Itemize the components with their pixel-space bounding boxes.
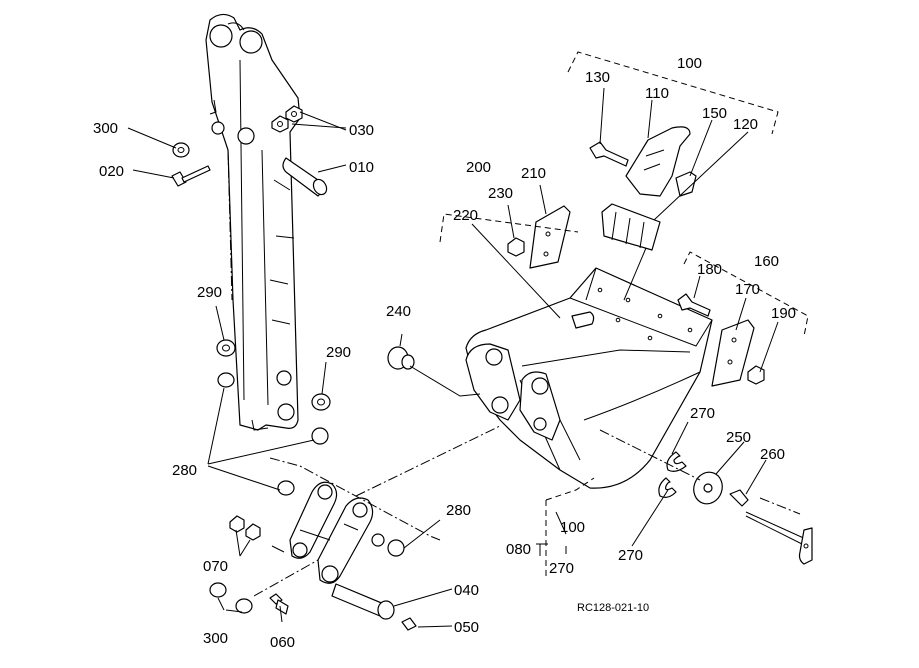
callout-290-left: 290 — [197, 284, 222, 301]
callout-130: 130 — [585, 69, 610, 86]
callout-290-right: 290 — [326, 344, 351, 361]
callout-070: 070 — [203, 558, 228, 575]
callout-230: 230 — [488, 185, 513, 202]
pin-010 — [282, 157, 328, 197]
nuts-070 — [229, 515, 261, 541]
construction-lines — [253, 51, 809, 597]
callout-270-mid: 270 — [618, 547, 643, 564]
callout-170: 170 — [735, 281, 760, 298]
callout-280-right: 280 — [446, 502, 471, 519]
nut-230 — [507, 237, 525, 257]
washer-300-bottom-a — [209, 582, 227, 598]
bolt-180 — [677, 293, 711, 317]
bracket — [745, 511, 813, 565]
callout-270-bottom: 270 — [549, 560, 574, 577]
oring-280-a — [217, 372, 235, 388]
washer-290-left — [216, 339, 236, 357]
tooth-110 — [625, 126, 691, 197]
pin-040 — [331, 583, 395, 620]
callout-labels: 300 020 030 010 290 290 280 280 070 300 … — [93, 55, 796, 651]
callout-180: 180 — [697, 261, 722, 278]
callout-200: 200 — [466, 159, 491, 176]
bolt-020 — [171, 165, 211, 187]
callout-210: 210 — [521, 165, 546, 182]
oring-280-b — [311, 427, 329, 445]
link-assembly — [271, 481, 385, 584]
callout-040: 040 — [454, 582, 479, 599]
callout-100-bottom: 100 — [560, 519, 585, 536]
arm-assembly — [205, 13, 301, 431]
callout-240: 240 — [386, 303, 411, 320]
callout-160: 160 — [754, 253, 779, 270]
bolt-130 — [589, 141, 629, 167]
callout-280-left: 280 — [172, 462, 197, 479]
adapter-120 — [601, 203, 661, 251]
callout-020: 020 — [99, 163, 124, 180]
arm-body — [205, 13, 301, 431]
callout-190: 190 — [771, 305, 796, 322]
snap-ring-270-b — [658, 477, 677, 498]
bushing-240 — [387, 346, 415, 370]
washer-250 — [693, 471, 723, 505]
nuts-030 — [271, 105, 303, 133]
callout-220: 220 — [453, 207, 478, 224]
callout-050: 050 — [454, 619, 479, 636]
pin-220 — [571, 311, 595, 329]
callout-110: 110 — [645, 85, 669, 102]
callout-030: 030 — [349, 122, 374, 139]
side-cutter-210 — [529, 205, 571, 269]
callout-060: 060 — [270, 634, 295, 651]
bolt-060 — [269, 593, 289, 615]
callout-300-bottom: 300 — [203, 630, 228, 647]
callout-150: 150 — [702, 105, 727, 122]
bolt-050 — [401, 617, 417, 631]
oring-280-c — [277, 480, 295, 496]
callout-010: 010 — [349, 159, 374, 176]
callout-260: 260 — [760, 446, 785, 463]
washer-300-top — [172, 142, 190, 158]
washer-300-bottom-b — [235, 598, 253, 614]
callout-300-top: 300 — [93, 120, 118, 137]
bolt-260 — [729, 489, 749, 507]
callout-270-top: 270 — [690, 405, 715, 422]
callout-120: 120 — [733, 116, 758, 133]
drawing-code: RC128-021-10 — [577, 602, 649, 614]
pin-150 — [675, 171, 697, 197]
washer-290-right — [311, 393, 331, 411]
bucket-body — [465, 267, 713, 489]
leader-lines — [127, 87, 779, 628]
side-cutter-170 — [711, 319, 755, 387]
oring-280-d — [387, 539, 405, 557]
callout-250: 250 — [726, 429, 751, 446]
nut-190 — [747, 365, 765, 385]
snap-ring-270-a — [666, 451, 687, 472]
callout-080: 080 — [506, 541, 531, 558]
callout-100-top: 100 — [677, 55, 702, 72]
